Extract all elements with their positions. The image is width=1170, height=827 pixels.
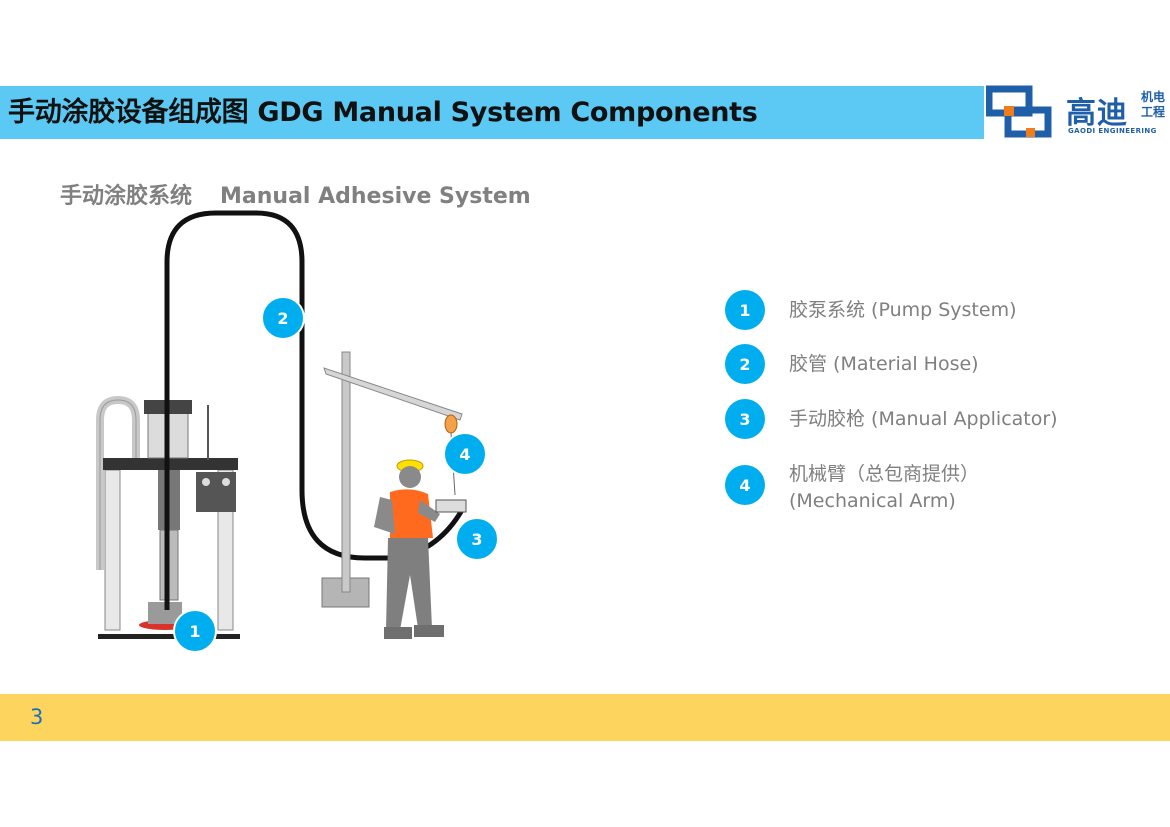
legend-label: 胶管 (Material Hose) <box>789 353 979 375</box>
callout-badge-1: 1 <box>173 609 217 653</box>
legend-number-badge: 2 <box>725 344 765 384</box>
legend-number-badge: 1 <box>725 290 765 330</box>
legend-label: 手动胶枪 (Manual Applicator) <box>789 408 1058 430</box>
callout-badge-4: 4 <box>443 432 487 476</box>
legend-label: 机械臂（总包商提供） <box>789 463 980 485</box>
legend-number-badge: 4 <box>725 465 765 505</box>
legend-label: 胶泵系统 (Pump System) <box>789 299 1017 321</box>
callout-4-label: 4 <box>459 445 470 464</box>
logo-sub-line1: 机电 <box>1140 90 1165 104</box>
page-number: 3 <box>30 705 44 729</box>
subtitle-en: Manual Adhesive System <box>220 184 531 209</box>
footer-bar <box>0 694 1170 741</box>
callout-2-label: 2 <box>277 309 288 328</box>
callout-badge-2: 2 <box>261 296 305 340</box>
logo-sub-line2: 工程 <box>1140 105 1165 119</box>
logo-chinese-name: 高迪 <box>1066 96 1128 131</box>
callout-1-label: 1 <box>189 622 200 641</box>
callout-3-label: 3 <box>471 530 482 549</box>
page-title: 手动涂胶设备组成图 GDG Manual System Components <box>8 97 758 128</box>
logo-english-name: GAODI ENGINEERING <box>1068 127 1157 135</box>
logo-mark-icon <box>986 84 1170 142</box>
section-subtitle: 手动涂胶系统 Manual Adhesive System <box>60 178 531 210</box>
operator-illustration <box>374 459 467 639</box>
mechanical-arm-illustration <box>321 351 463 608</box>
legend-label-line2: (Mechanical Arm) <box>789 490 956 512</box>
subtitle-cn: 手动涂胶系统 <box>60 184 193 209</box>
callout-badge-3: 3 <box>455 517 499 561</box>
title-bar <box>0 86 984 139</box>
legend-number-badge: 3 <box>725 399 765 439</box>
logo-sub-label: 机电 工程 <box>1138 90 1168 120</box>
